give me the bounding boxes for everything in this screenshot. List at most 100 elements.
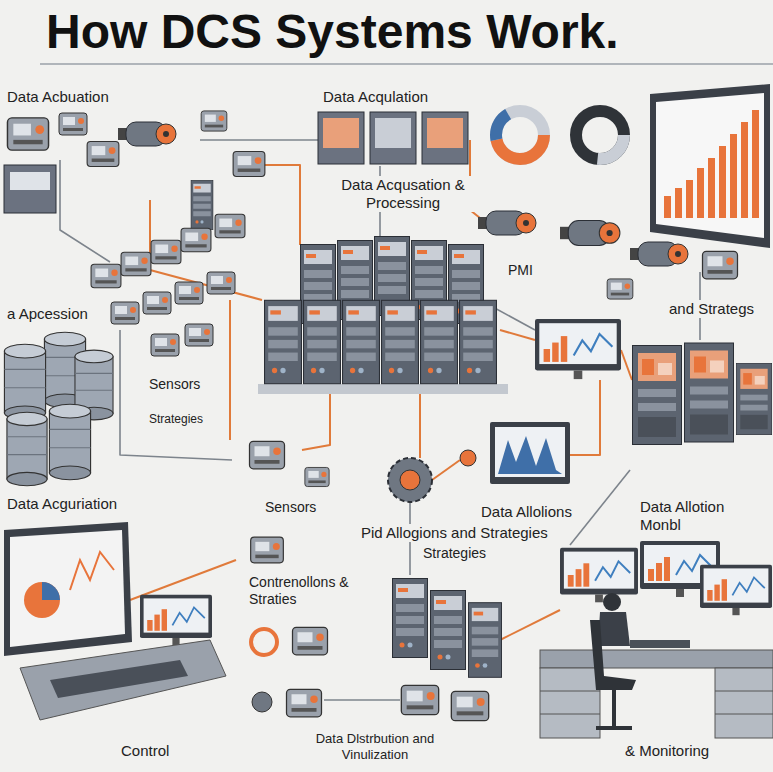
donut-segment <box>496 111 544 159</box>
io-panel <box>370 112 416 164</box>
control-loop <box>250 422 571 563</box>
chair <box>590 620 636 690</box>
io-screen <box>323 118 359 148</box>
orange-wire <box>419 392 421 458</box>
orange-wire <box>432 460 460 480</box>
instrument <box>111 302 139 324</box>
grey-wire <box>60 160 110 262</box>
actuator <box>118 122 176 146</box>
bar <box>675 188 682 218</box>
motor <box>478 211 536 235</box>
motor <box>560 221 620 246</box>
drawer-line <box>540 691 600 692</box>
instrument <box>87 142 119 167</box>
workstation <box>4 522 226 720</box>
instrument <box>59 113 87 135</box>
label: Data Acqusation & Processing <box>325 176 481 212</box>
label: Strategies <box>146 412 206 426</box>
label: Data Acqulation <box>320 88 431 106</box>
instrument <box>181 228 211 251</box>
monitor <box>140 595 212 645</box>
label: Data Acguriation <box>4 495 120 513</box>
controller-rack <box>343 300 380 383</box>
label: & Monitoring <box>622 742 712 760</box>
drive-unit <box>703 251 738 279</box>
title: How DCS Systems Work. <box>46 6 619 59</box>
controller-rack <box>421 300 458 383</box>
gauge <box>252 692 272 712</box>
controller-rack <box>304 300 341 383</box>
monitor <box>700 565 772 615</box>
instrument <box>121 252 151 275</box>
io-module <box>287 689 322 717</box>
grey-wire <box>60 140 700 700</box>
bar <box>752 110 759 218</box>
label: and Strategs <box>666 300 757 318</box>
instrument <box>91 264 121 287</box>
donut-segment <box>576 111 624 159</box>
io-screen <box>375 118 411 148</box>
grey-wire <box>120 330 232 460</box>
drives <box>478 211 772 445</box>
bar <box>741 122 748 218</box>
controller-rack <box>265 300 302 383</box>
hmi-screen <box>535 319 621 379</box>
instrument <box>207 272 235 294</box>
pie-chart <box>24 582 60 618</box>
label: a Apcession <box>4 305 91 323</box>
drawer-unit <box>540 668 600 738</box>
motor <box>630 242 688 266</box>
label: Data Acbuation <box>4 88 112 106</box>
monitor-screen <box>656 93 764 238</box>
keyboard <box>630 640 690 648</box>
instrument <box>151 334 179 356</box>
drawer-unit <box>715 668 773 738</box>
label: Pid Allogions and Strategies <box>358 524 551 542</box>
wires <box>60 140 700 700</box>
trend-line <box>70 552 114 590</box>
bar <box>697 168 704 218</box>
trend-area <box>498 436 562 474</box>
controllers <box>258 237 508 395</box>
orange-wire <box>500 330 535 340</box>
cabinet <box>191 180 213 229</box>
cabinet <box>633 346 682 445</box>
desk <box>20 640 226 720</box>
bar <box>664 196 671 218</box>
operator-desk <box>540 541 773 738</box>
bar <box>686 180 693 218</box>
io-rack <box>468 603 501 678</box>
donut-segment <box>496 111 544 159</box>
tank <box>4 344 45 419</box>
instrument <box>143 292 171 314</box>
io-module <box>451 691 488 720</box>
orange-wire <box>500 610 560 640</box>
instrument <box>201 111 227 131</box>
label: Data Allotion Monbl <box>637 498 769 534</box>
grey-wire <box>570 470 630 545</box>
io-screen <box>427 118 463 148</box>
io-rack <box>431 591 466 670</box>
grey-wire <box>200 139 318 141</box>
controller-module <box>251 537 284 563</box>
operator-body <box>598 612 630 646</box>
label: Sensors <box>262 499 319 516</box>
instrument <box>151 240 181 263</box>
controller-rack <box>382 300 419 383</box>
controller-module <box>250 441 285 469</box>
bar-chart <box>664 110 759 218</box>
label: Control <box>118 742 172 760</box>
tank <box>49 404 90 479</box>
instrument <box>175 282 203 304</box>
io-panel <box>422 112 468 164</box>
io-module <box>293 627 328 655</box>
bar <box>730 134 737 218</box>
orange-wire <box>302 392 330 450</box>
orange-wire <box>229 300 231 440</box>
bar <box>719 146 726 218</box>
signal-node <box>460 450 476 466</box>
orange-wire <box>570 380 600 455</box>
